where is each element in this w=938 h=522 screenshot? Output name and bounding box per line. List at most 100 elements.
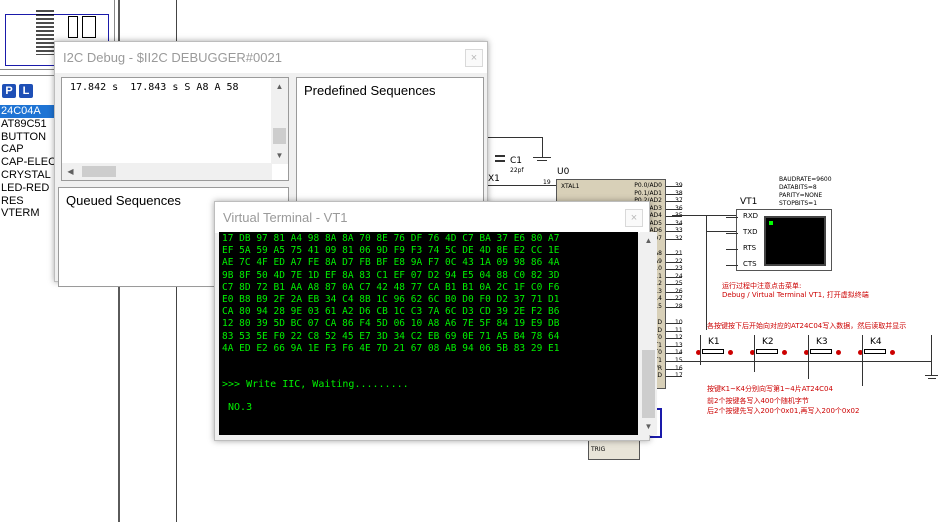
i2c-log-line: 17.842 s 17.843 s S A8 A 58 (70, 82, 239, 93)
component-list-item[interactable]: LED-RED (1, 181, 50, 194)
component-list-item[interactable]: AT89C51 (1, 117, 47, 130)
scroll-up-icon[interactable]: ▲ (275, 82, 284, 91)
scroll-thumb[interactable] (273, 128, 286, 144)
pin-number: 38 (675, 190, 683, 197)
key-led (890, 350, 895, 355)
key-led (804, 350, 809, 355)
capacitor-plate (495, 160, 505, 162)
key-wire (808, 335, 809, 379)
pin-wire (666, 231, 682, 232)
pin-wire (666, 223, 682, 225)
pin-wire (666, 345, 682, 347)
terminal-screen[interactable]: 17 DB 97 81 A4 98 8A 8A 70 8E 76 DF 76 4… (219, 232, 638, 435)
key-wire (862, 335, 863, 386)
terminal-vscroll[interactable]: ▲ ▼ (640, 232, 657, 435)
note-last-two: 后2个按键先写入200个0x01,再写入200个0x02 (707, 407, 860, 415)
key-label: K4 (870, 337, 882, 347)
pin-number: 27 (675, 296, 683, 302)
vt1-pin-label: CTS (743, 260, 757, 268)
predefined-sequences-label: Predefined Sequences (304, 83, 436, 98)
scroll-down-icon[interactable]: ▼ (644, 422, 653, 431)
terminal-close-button[interactable]: × (625, 209, 643, 227)
key-button-body[interactable] (756, 349, 778, 354)
pin-number: 32 (675, 235, 683, 242)
scroll-thumb[interactable] (642, 350, 655, 418)
hex-line: E0 B8 B9 2F 2A EB 34 C4 8B 1C 96 62 6C B… (222, 293, 560, 305)
pin-wire (666, 254, 682, 255)
pin-label: P0.0/AD0 (634, 182, 662, 189)
i2c-log-pane[interactable]: 17.842 s 17.843 s S A8 A 58 ▲ ▼ ◀ (61, 77, 289, 181)
capacitor-plate (495, 155, 505, 157)
key-led (728, 350, 733, 355)
vt1-screen (764, 216, 826, 266)
pin-number: 11 (675, 327, 683, 334)
component-list-item[interactable]: CRYSTAL (1, 169, 51, 181)
key-led (696, 350, 701, 355)
wire (672, 361, 932, 362)
scroll-left-icon[interactable]: ◀ (67, 167, 74, 176)
pin-wire (666, 284, 682, 285)
note-first-two: 前2个按键各写入400个随机字节 (707, 397, 809, 405)
vt1-pin-wire (726, 249, 738, 250)
overview-component (68, 16, 78, 38)
overview-component (36, 10, 54, 55)
wire (488, 185, 556, 186)
key-button-body[interactable] (864, 349, 886, 354)
pin-wire (666, 193, 682, 195)
pin-wire (666, 299, 682, 300)
key-wire (754, 335, 755, 372)
pin-wire (666, 186, 682, 187)
i2c-close-button[interactable]: × (465, 49, 483, 67)
hex-line: CA 80 94 28 9E 03 61 A2 D6 CB 1C C3 7A 6… (222, 306, 560, 318)
note-press: 各按键按下后开始向对应的AT24C04写入数据，然后读取并显示 (707, 322, 907, 330)
hex-line: AE 7C 4F ED A7 FE 8A D7 FB BF E8 9A F7 0… (222, 257, 560, 269)
component-list-item[interactable]: BUTTON (1, 130, 47, 143)
hex-line: 12 80 39 5D BC 07 CA 86 F4 5D 06 10 A8 A… (222, 318, 560, 330)
vt1-component[interactable] (736, 209, 832, 271)
component-list-item[interactable]: CAP (1, 143, 24, 156)
pin-number: 36 (675, 205, 683, 212)
key-button-body[interactable] (702, 349, 724, 354)
xtal1-pin-label: XTAL1 (561, 183, 580, 190)
pick-devices-button[interactable]: P (2, 84, 16, 98)
ground-symbol (928, 378, 936, 379)
scroll-down-icon[interactable]: ▼ (275, 151, 284, 160)
pin-label: P0.1/AD1 (634, 189, 662, 197)
uart-param: PARITY=NONE (779, 192, 823, 199)
scroll-up-icon[interactable]: ▲ (644, 236, 653, 245)
i2c-log-vscroll[interactable]: ▲ ▼ (271, 78, 288, 164)
hex-line: 4A ED E2 66 9A 1E F3 F6 4E 7D 21 67 08 A… (222, 342, 560, 354)
library-button[interactable]: L (19, 84, 33, 98)
trig-pin-label: TRIG (591, 446, 606, 453)
pin-number: 22 (675, 258, 683, 265)
hex-dump: 17 DB 97 81 A4 98 8A 8A 70 8E 76 DF 76 4… (222, 233, 559, 355)
pin-label: P0.2/AD2 (618, 198, 662, 204)
pin-number: 14 (675, 350, 683, 356)
pin-wire (666, 353, 682, 355)
component-list-item[interactable]: RES (1, 194, 24, 207)
component-list-item[interactable]: VTERM (1, 207, 40, 220)
key-led (858, 350, 863, 355)
vt1-pin-label: RTS (743, 244, 757, 252)
key-button-body[interactable] (810, 349, 832, 354)
u0-label: U0 (557, 167, 570, 177)
terminal-waiting-message: >>> Write IIC, Waiting......... (222, 379, 409, 390)
hex-line: EF 5A 59 A5 75 41 09 81 06 9D F9 F3 74 5… (222, 245, 560, 257)
pin-wire (666, 276, 682, 278)
pin-number: 26 (675, 288, 683, 295)
ground-symbol (925, 375, 938, 376)
virtual-terminal-window[interactable]: Virtual Terminal - VT1 × 17 DB 97 81 A4 … (214, 201, 657, 441)
pin-wire (666, 306, 682, 308)
pin-number: 23 (675, 266, 683, 272)
terminal-number-message: NO.3 (222, 402, 253, 413)
pin-wire (666, 216, 682, 217)
wire (931, 335, 932, 375)
i2c-log-hscroll[interactable]: ◀ (62, 163, 272, 180)
panel-divider (0, 75, 58, 76)
component-list-item[interactable]: 24C04A (0, 105, 58, 118)
scroll-thumb[interactable] (82, 166, 116, 177)
overview-component (82, 16, 96, 38)
component-list-item[interactable]: CAP-ELEC (1, 156, 57, 169)
pin-number: 21 (675, 251, 683, 257)
vt1-cursor (769, 221, 773, 225)
